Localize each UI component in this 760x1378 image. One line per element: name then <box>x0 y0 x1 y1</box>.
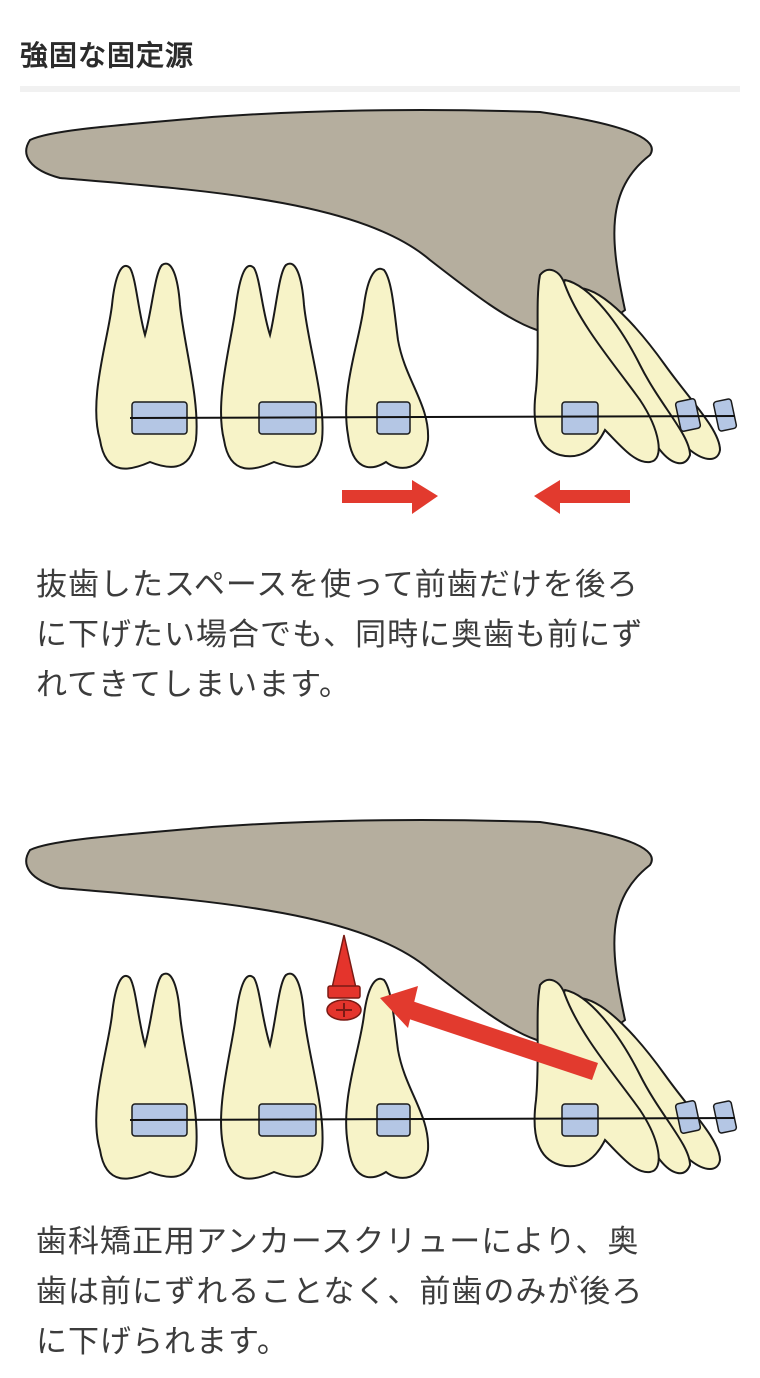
section-title: 強固な固定源 <box>20 39 195 72</box>
arrow-right-icon <box>342 480 438 514</box>
archwire <box>129 1117 736 1121</box>
arrow-left-icon <box>534 480 630 514</box>
bracket-4 <box>561 401 599 435</box>
premolar <box>345 267 430 469</box>
caption-line: に下げたい場合でも、同時に奥歯も前にず <box>36 617 644 653</box>
diagram-after <box>25 819 738 1180</box>
caption-before: 抜歯したスペースを使って前歯だけを後ろ に下げたい場合でも、同時に奥歯も前にず … <box>36 560 736 710</box>
caption-line: れてきてしまいます。 <box>36 667 352 703</box>
molar-1 <box>95 262 198 470</box>
molar-2 <box>220 972 324 1180</box>
archwire <box>129 415 736 419</box>
caption-line: に下げられます。 <box>36 1324 289 1360</box>
caption-after: 歯科矯正用アンカースクリューにより、奥 歯は前にずれることなく、前歯のみが後ろ … <box>36 1217 736 1367</box>
caption-line: 歯は前にずれることなく、前歯のみが後ろ <box>36 1274 644 1310</box>
molar-2 <box>220 262 324 470</box>
caption-line: 抜歯したスペースを使って前歯だけを後ろ <box>36 567 639 603</box>
maxilla-bone <box>25 819 653 1046</box>
arrow-diagonal-icon <box>380 986 598 1080</box>
diagram-before <box>25 109 738 514</box>
bracket-6 <box>712 1100 738 1134</box>
caption-line: 歯科矯正用アンカースクリューにより、奥 <box>36 1224 640 1260</box>
bracket-6 <box>712 398 738 432</box>
anchor-screw-icon <box>326 934 362 1021</box>
maxilla-bone <box>25 109 653 336</box>
molar-1 <box>95 972 198 1180</box>
title-divider <box>20 86 740 92</box>
bracket-4 <box>561 1103 599 1137</box>
